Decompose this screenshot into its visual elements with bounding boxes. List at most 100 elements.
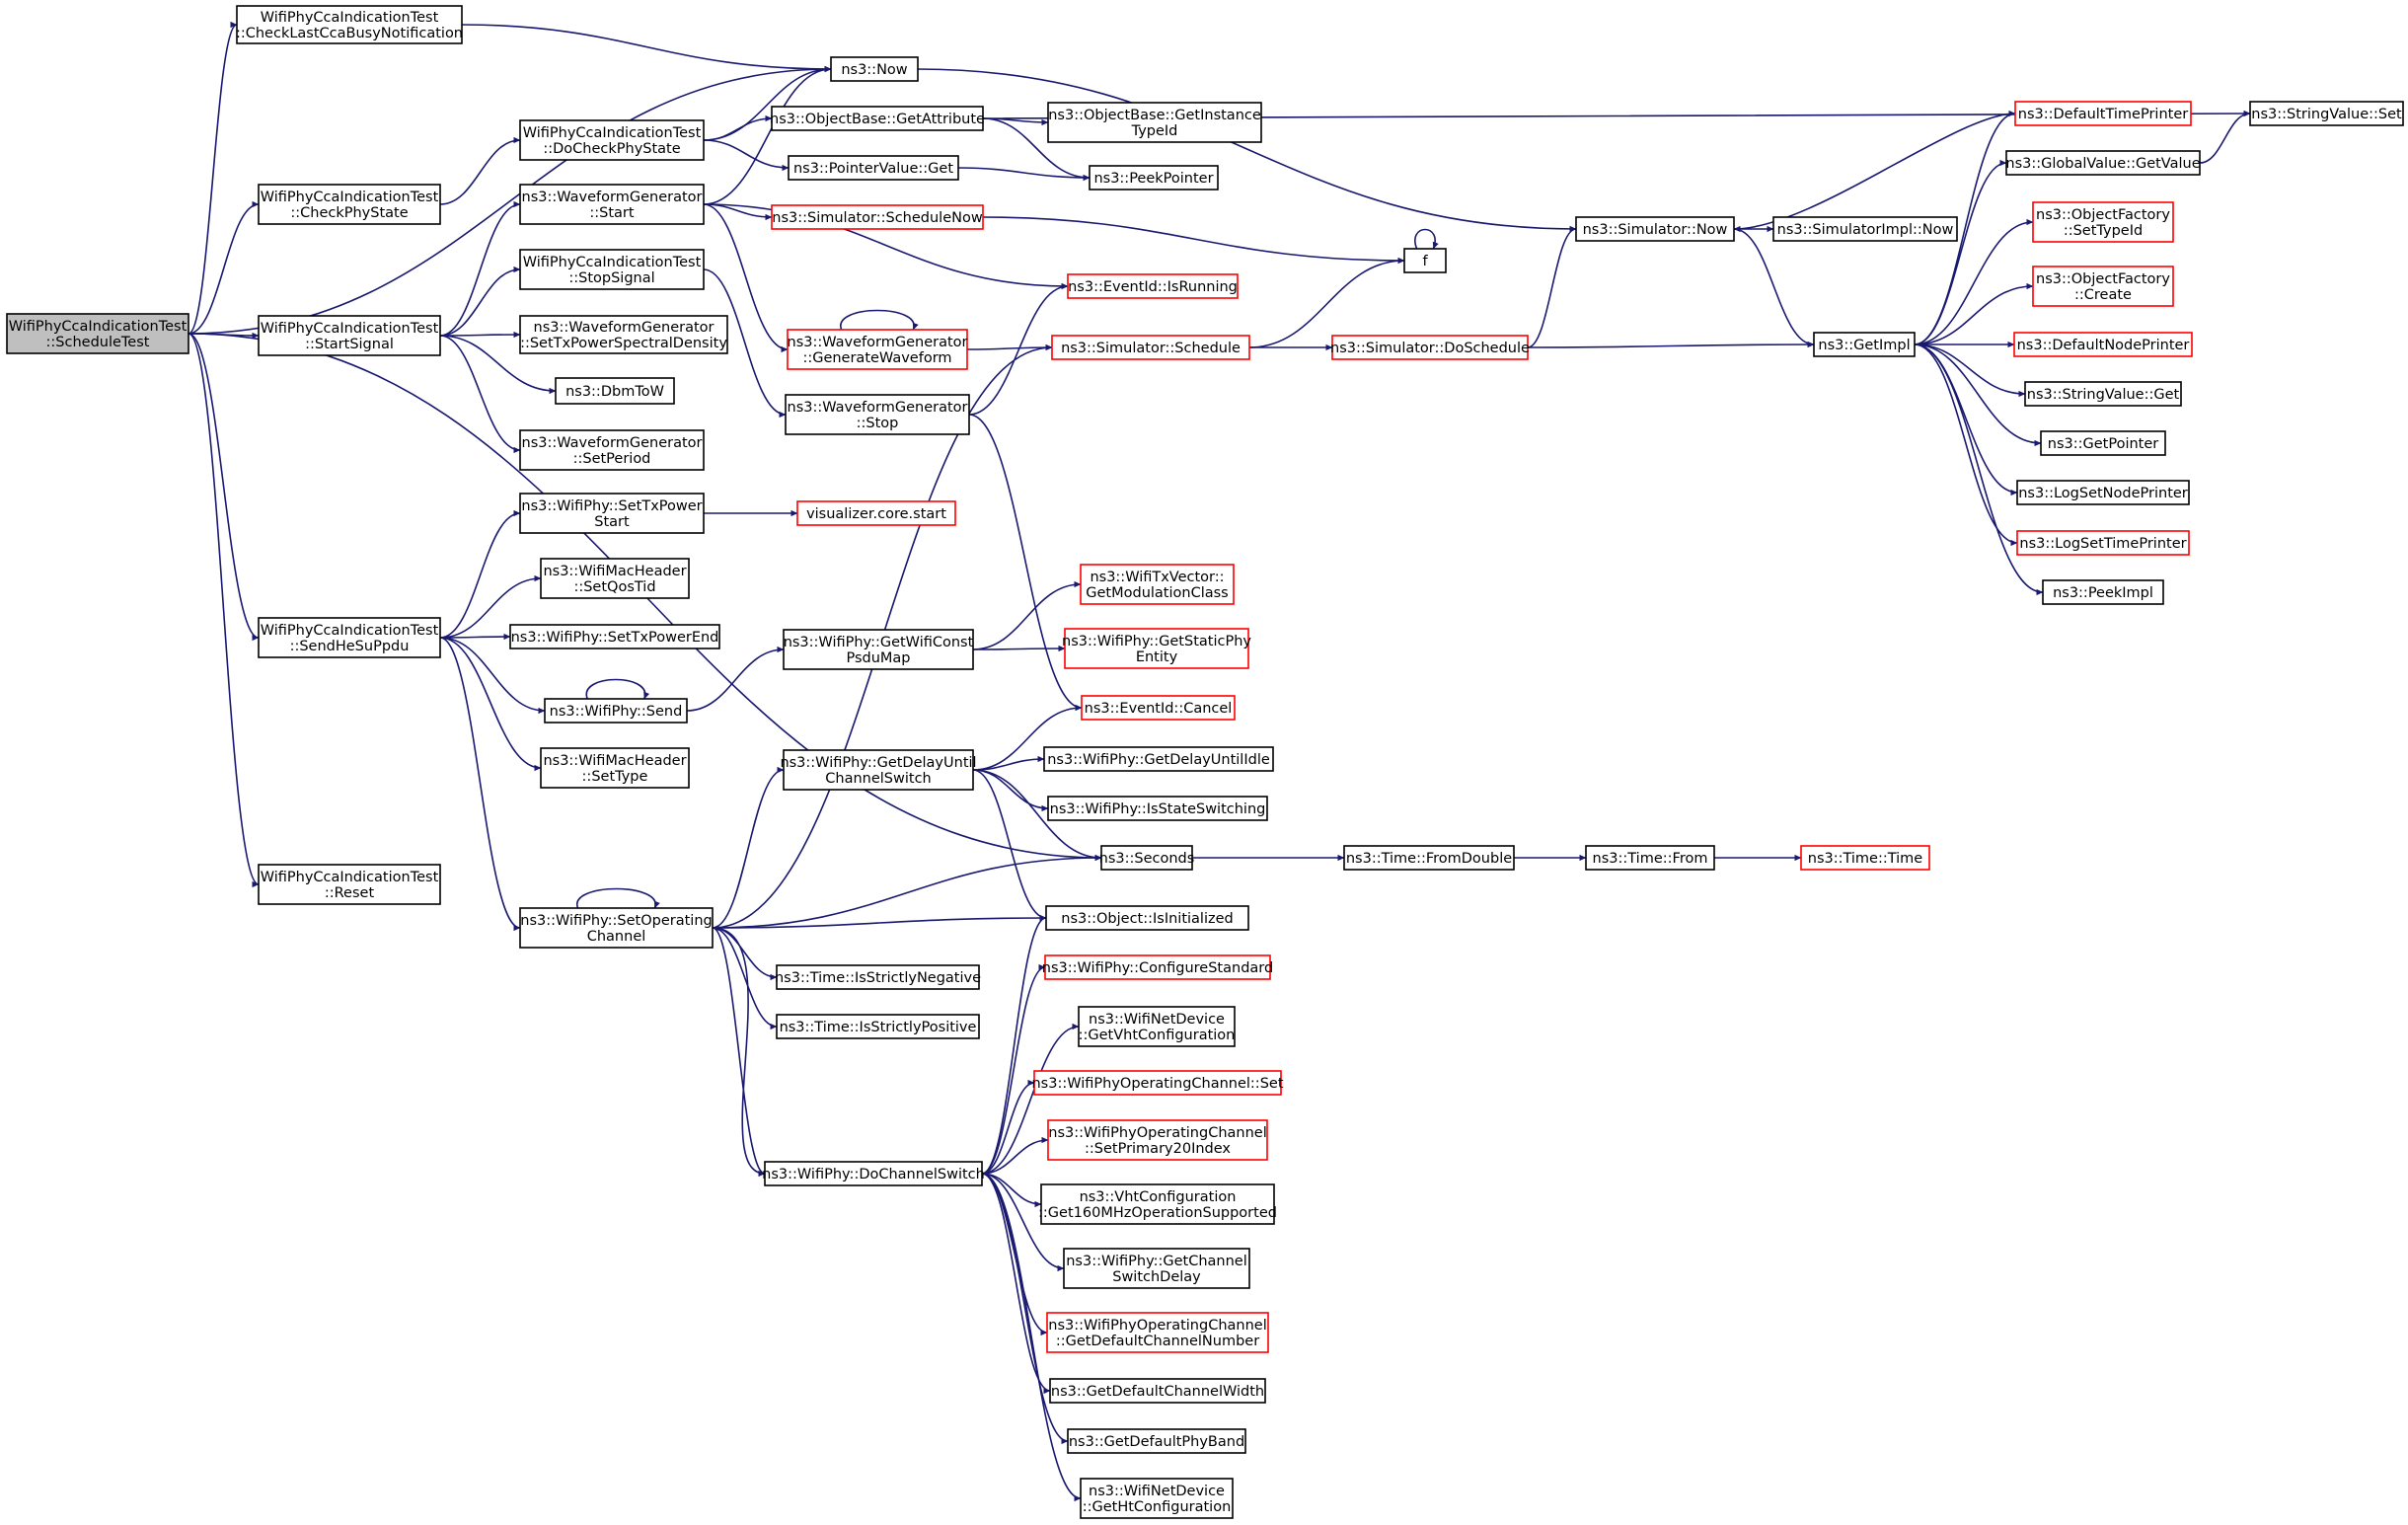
node-label: ns3::WifiPhy::GetDelayUntilIdle: [1047, 752, 1270, 768]
node-wgStart[interactable]: ns3::WaveformGenerator::Start: [519, 184, 705, 225]
node-getAttr[interactable]: ns3::ObjectBase::GetAttribute: [770, 106, 985, 131]
node-vizStart[interactable]: visualizer.core.start: [796, 500, 956, 526]
node-seconds[interactable]: ns3::Seconds: [1099, 845, 1195, 871]
node-f[interactable]: f: [1403, 248, 1447, 273]
edge-schedule-f: [1248, 257, 1405, 348]
node-gvGetValue[interactable]: ns3::GlobalValue::GetValue: [2005, 150, 2201, 176]
node-getDefBand[interactable]: ns3::GetDefaultPhyBand: [1067, 1428, 1246, 1454]
node-peekImpl[interactable]: ns3::PeekImpl: [2042, 579, 2164, 605]
node-label: WifiPhyCcaIndicationTest: [261, 10, 439, 26]
node-setType[interactable]: ns3::WifiMacHeader::SetType: [540, 747, 690, 789]
node-label: ns3::WaveformGenerator: [522, 435, 703, 451]
node-root[interactable]: WifiPhyCcaIndicationTest::ScheduleTest: [6, 313, 189, 354]
node-label: ::Start: [589, 205, 635, 221]
node-isStrictPos[interactable]: ns3::Time::IsStrictlyPositive: [776, 1014, 980, 1039]
node-ptrGet[interactable]: ns3::PointerValue::Get: [788, 155, 959, 181]
node-schedule[interactable]: ns3::Simulator::Schedule: [1051, 335, 1250, 360]
node-box: [1343, 845, 1515, 871]
node-dbmToW[interactable]: ns3::DbmToW: [555, 377, 675, 405]
node-stopSignal[interactable]: WifiPhyCcaIndicationTest::StopSignal: [519, 249, 705, 290]
node-getDelayIdle[interactable]: ns3::WifiPhy::GetDelayUntilIdle: [1043, 746, 1274, 772]
node-label: ns3::WifiPhy::GetDelayUntil: [780, 755, 976, 771]
node-getHt[interactable]: ns3::WifiNetDevice::GetHtConfiguration: [1080, 1478, 1234, 1519]
edge-setOpCh-getDelayCh: [712, 766, 785, 929]
node-ofCreate[interactable]: ns3::ObjectFactory::Create: [2032, 266, 2174, 307]
node-checkLast[interactable]: WifiPhyCcaIndicationTest::CheckLastCcaBu…: [236, 5, 463, 44]
node-ofSetTypeId[interactable]: ns3::ObjectFactory::SetTypeId: [2032, 201, 2174, 243]
node-svSet[interactable]: ns3::StringValue::Set: [2249, 101, 2404, 126]
node-isInit[interactable]: ns3::Object::IsInitialized: [1045, 905, 1249, 931]
node-setTxPowerEnd[interactable]: ns3::WifiPhy::SetTxPowerEnd: [509, 624, 720, 649]
node-checkPhy[interactable]: WifiPhyCcaIndicationTest::CheckPhyState: [258, 184, 441, 225]
node-label: ::SetQosTid: [573, 579, 655, 595]
node-getVht[interactable]: ns3::WifiNetDevice::GetVhtConfiguration: [1078, 1006, 1236, 1047]
node-getDefChWidth[interactable]: ns3::GetDefaultChannelWidth: [1049, 1378, 1266, 1404]
node-defNodePrinter[interactable]: ns3::DefaultNodePrinter: [2013, 332, 2193, 357]
node-setTxPsd[interactable]: ns3::WaveformGenerator::SetTxPowerSpectr…: [519, 315, 728, 354]
node-box: [258, 315, 441, 356]
edge-gvGetValue-svSet: [2199, 110, 2251, 164]
node-opChSet[interactable]: ns3::WifiPhyOperatingChannel::Set: [1031, 1070, 1284, 1096]
node-label: ns3::StringValue::Get: [2027, 387, 2180, 403]
node-box: [1049, 1378, 1266, 1404]
node-now[interactable]: ns3::Now: [830, 56, 919, 82]
node-schedNow[interactable]: ns3::Simulator::ScheduleNow: [771, 204, 984, 230]
edge-getDelayCh-seconds: [972, 769, 1102, 862]
node-box: [796, 500, 956, 526]
node-svGet[interactable]: ns3::StringValue::Get: [2024, 381, 2182, 407]
node-doSchedule[interactable]: ns3::Simulator::DoSchedule: [1330, 335, 1530, 360]
node-label: ns3::WifiPhy::Send: [550, 704, 683, 720]
node-logSetTime[interactable]: ns3::LogSetTimePrinter: [2016, 530, 2190, 556]
edge-doCheck-ptrGet: [703, 139, 790, 172]
node-doChSw[interactable]: ns3::WifiPhy::DoChannelSwitch: [762, 1161, 985, 1186]
edge-root-reset: [188, 333, 260, 888]
node-reset[interactable]: WifiPhyCcaIndicationTest::Reset: [258, 864, 441, 905]
node-timeFrom[interactable]: ns3::Time::From: [1585, 845, 1715, 871]
node-configStd[interactable]: ns3::WifiPhy::ConfigureStandard: [1042, 954, 1273, 980]
node-box: [540, 558, 690, 599]
node-simNow[interactable]: ns3::Simulator::Now: [1575, 216, 1735, 242]
node-label: ns3::Time::FromDouble: [1346, 851, 1512, 867]
node-setQosTid[interactable]: ns3::WifiMacHeader::SetQosTid: [540, 558, 690, 599]
node-isRunning[interactable]: ns3::EventId::IsRunning: [1067, 273, 1239, 299]
node-peekPtr[interactable]: ns3::PeekPointer: [1089, 165, 1219, 191]
node-label: ns3::WifiPhy::GetChannel: [1066, 1254, 1247, 1269]
node-isStateSw[interactable]: ns3::WifiPhy::IsStateSwitching: [1047, 796, 1268, 821]
node-setPrimary20[interactable]: ns3::WifiPhyOperatingChannel::SetPrimary…: [1047, 1119, 1268, 1161]
node-box: [1063, 1248, 1250, 1289]
node-setPeriod[interactable]: ns3::WaveformGenerator::SetPeriod: [519, 429, 705, 471]
node-sendHe[interactable]: WifiPhyCcaIndicationTest::SendHeSuPpdu: [258, 617, 441, 658]
node-wgStop[interactable]: ns3::WaveformGenerator::Stop: [785, 394, 970, 435]
node-label: ns3::PeekImpl: [2053, 585, 2153, 601]
node-send[interactable]: ns3::WifiPhy::Send: [544, 698, 688, 724]
node-box: [1064, 628, 1249, 669]
node-getImpl[interactable]: ns3::GetImpl: [1813, 332, 1916, 357]
node-label: ns3::WaveformGenerator: [534, 320, 715, 336]
node-cancel[interactable]: ns3::EventId::Cancel: [1081, 695, 1236, 721]
node-timeFromDouble[interactable]: ns3::Time::FromDouble: [1343, 845, 1515, 871]
edge-getImpl-gvGetValue: [1914, 159, 2007, 345]
node-box: [540, 747, 690, 789]
node-getModClass[interactable]: ns3::WifiTxVector::GetModulationClass: [1080, 564, 1235, 605]
node-defTimePrinter[interactable]: ns3::DefaultTimePrinter: [2014, 101, 2192, 126]
node-startSignal[interactable]: WifiPhyCcaIndicationTest::StartSignal: [258, 315, 441, 356]
edge-root-sendHe: [188, 333, 260, 642]
node-timeTime[interactable]: ns3::Time::Time: [1800, 845, 1930, 871]
edge-getImpl-ofCreate: [1914, 282, 2034, 345]
node-genWave[interactable]: ns3::WaveformGenerator::GenerateWaveform: [787, 329, 968, 370]
node-getPointer[interactable]: ns3::GetPointer: [2040, 430, 2166, 456]
node-label: ns3::Simulator::Now: [1583, 222, 1728, 238]
node-get160[interactable]: ns3::VhtConfiguration::Get160MHzOperatio…: [1038, 1183, 1277, 1225]
node-isStrictNeg[interactable]: ns3::Time::IsStrictlyNegative: [775, 964, 981, 990]
node-simImplNow[interactable]: ns3::SimulatorImpl::Now: [1772, 216, 1958, 242]
node-getDefChNum[interactable]: ns3::WifiPhyOperatingChannel::GetDefault…: [1046, 1312, 1269, 1353]
node-logSetNode[interactable]: ns3::LogSetNodePrinter: [2016, 480, 2190, 505]
node-doCheck[interactable]: WifiPhyCcaIndicationTest::DoCheckPhyStat…: [519, 119, 705, 161]
